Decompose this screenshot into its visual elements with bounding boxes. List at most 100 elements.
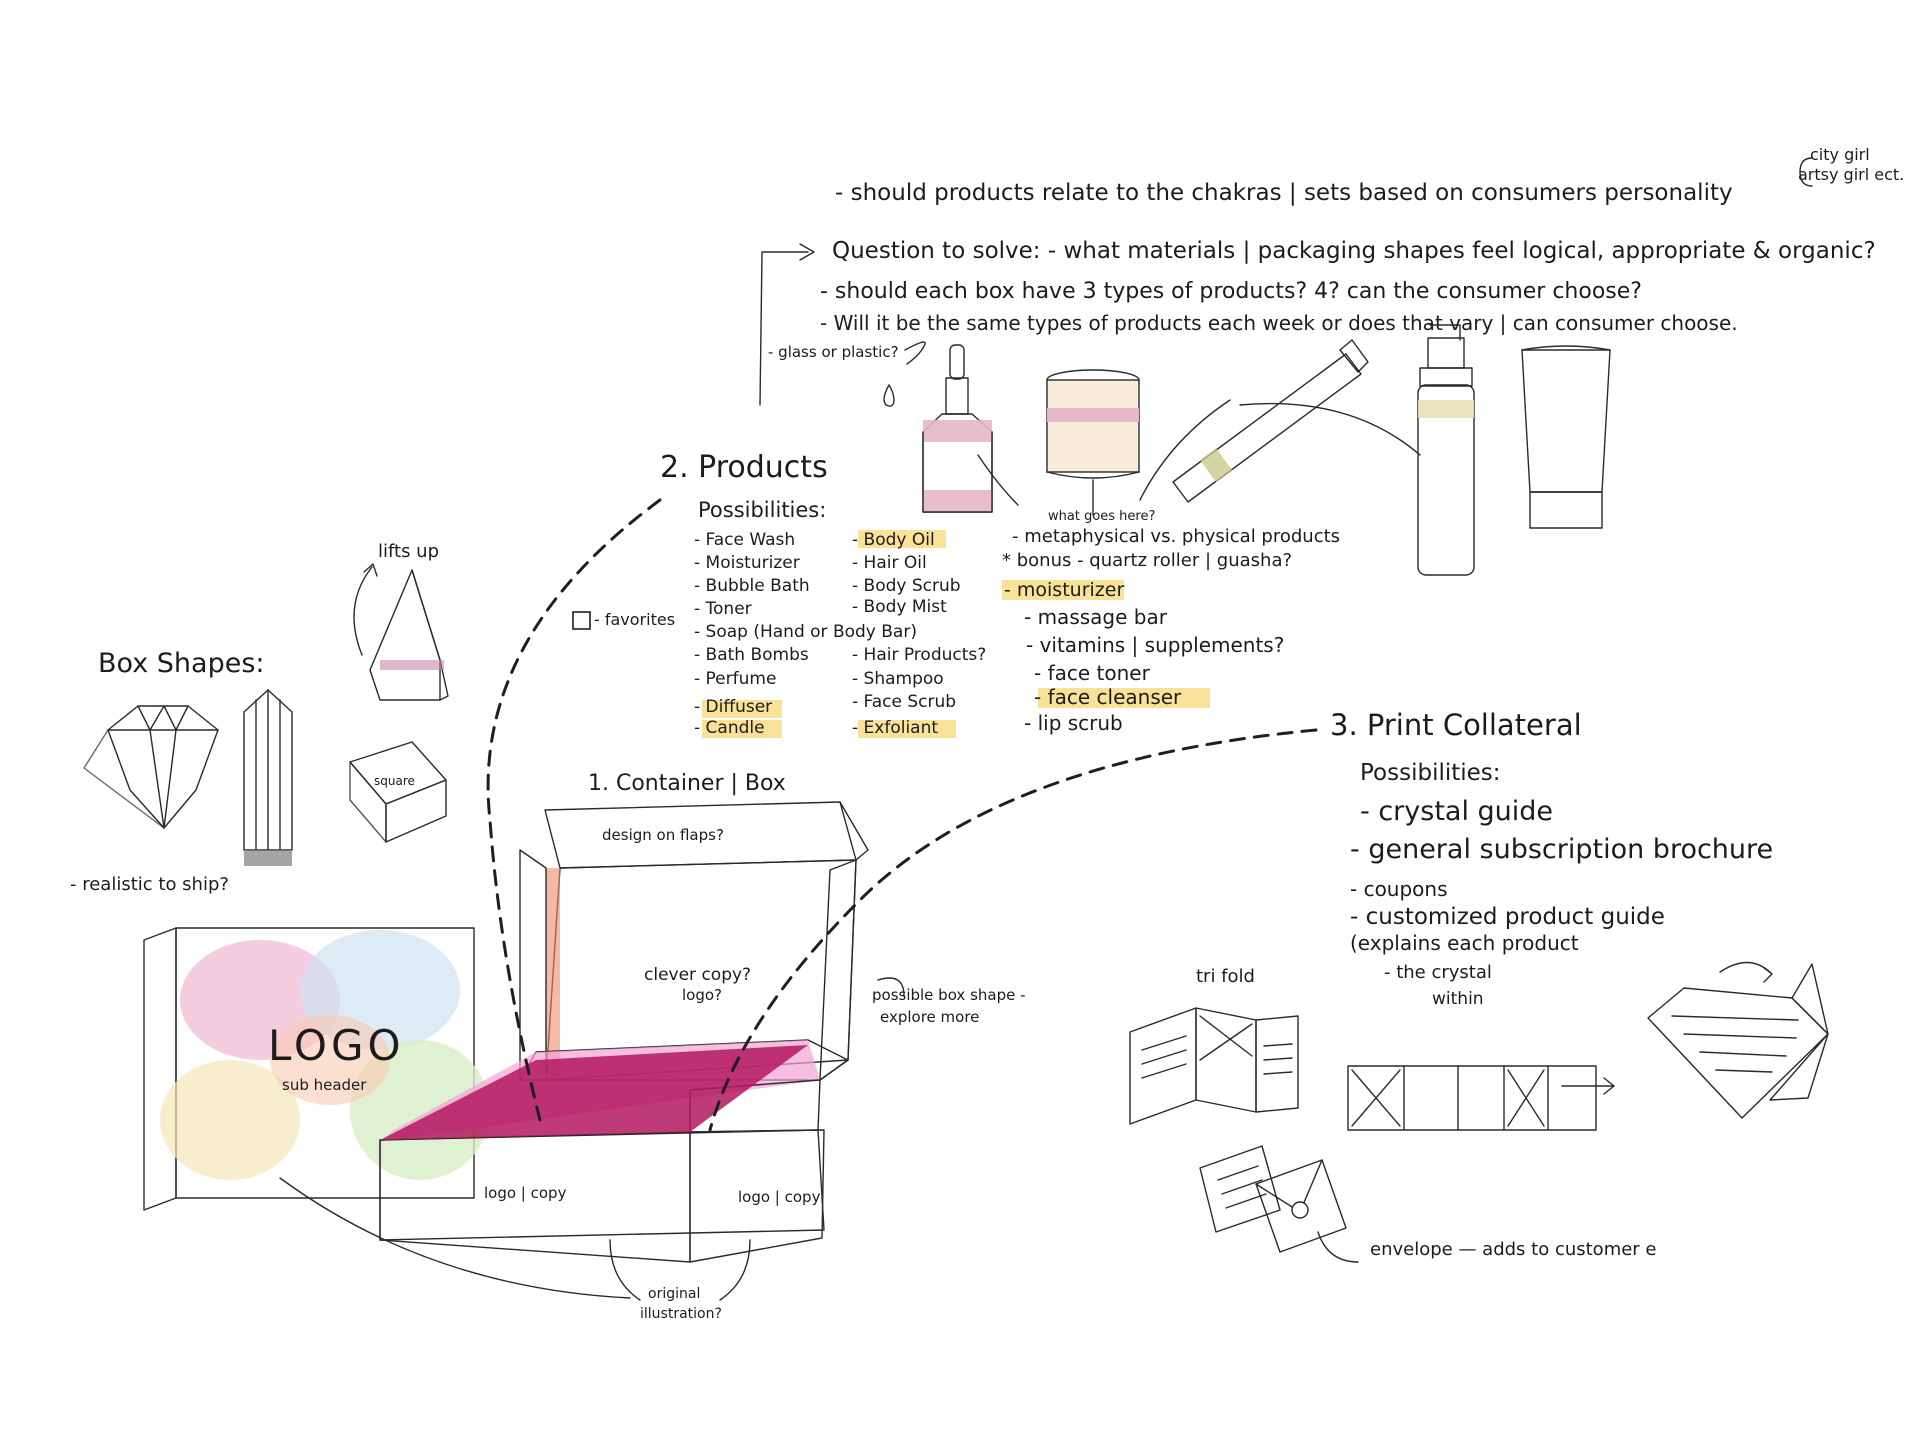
mailer-box-mockup (379, 801, 869, 1263)
list-item: - Toner (694, 599, 752, 619)
highlight-face-cleanser (1038, 688, 1210, 708)
roller-tube-icon (1172, 339, 1369, 503)
list-item: - Hair Products? (852, 645, 986, 665)
print-item: - customized product guide (1350, 904, 1665, 930)
list-item: - Face Scrub (852, 692, 956, 712)
explains-note: (explains each product (1350, 931, 1579, 955)
arrow-head-icon (363, 563, 378, 577)
note-glass-plastic: - glass or plastic? (768, 343, 899, 361)
arrow-dropper (977, 454, 1019, 506)
pump-bottle-icon (1417, 324, 1475, 576)
envelope-arrow-icon (1317, 1231, 1359, 1263)
list-item: - Candle (694, 718, 765, 738)
original-note: original (648, 1286, 700, 1302)
print-subheading: Possibilities: (1360, 760, 1501, 786)
list-item: - lip scrub (1024, 711, 1123, 735)
list-item: - Bath Bombs (694, 645, 809, 665)
design-on-flaps-note: design on flaps? (602, 826, 724, 844)
highlight-exfoliant (858, 720, 956, 738)
illustration-note: illustration? (640, 1306, 722, 1322)
arrow-original-mid (609, 1239, 641, 1301)
favorites-checkbox-icon (572, 611, 591, 630)
tube-bottle-icon (1521, 345, 1611, 529)
realistic-note: - realistic to ship? (70, 874, 229, 895)
arrow-original-right (719, 1239, 751, 1301)
list-item: - Body Mist (852, 597, 947, 617)
list-item: - face toner (1034, 661, 1151, 685)
note-what-goes-here: what goes here? (1048, 509, 1155, 524)
possible-shape-note: possible box shape - (872, 986, 1026, 1004)
products-col-2: - Body Oil - Hair Oil - Body Scrub - Bod… (852, 530, 986, 738)
highlight-candle (702, 720, 782, 738)
lifts-up-label: lifts up (378, 541, 439, 562)
list-item: - massage bar (1024, 605, 1168, 629)
list-item: - Soap (Hand or Body Bar) (694, 622, 917, 642)
list-item: - Body Oil (852, 530, 935, 550)
note-city-girl: city girl (1810, 145, 1870, 164)
question-arrow-line (759, 251, 809, 406)
print-item: - general subscription brochure (1350, 834, 1773, 865)
logo-copy-left: logo | copy (484, 1184, 567, 1202)
list-item: - Exfoliant (852, 718, 938, 738)
logo-question-note: logo? (682, 986, 722, 1004)
note-chakras: - should products relate to the chakras … (835, 180, 1733, 206)
pyramid-box-icon (369, 569, 449, 701)
list-item: - moisturizer (1004, 579, 1124, 601)
arrow-head-icon (799, 243, 815, 261)
dashed-connector-print (708, 728, 1318, 1132)
note-box-count: - should each box have 3 types of produc… (820, 279, 1642, 304)
sub-header-text: sub header (282, 1076, 367, 1094)
tri-fold-brochure-icon (1129, 1007, 1299, 1125)
tri-fold-label: tri fold (1196, 966, 1255, 987)
list-item: - vitamins | supplements? (1026, 633, 1284, 657)
highlight-moisturizer (1002, 580, 1124, 600)
list-item: - Bubble Bath (694, 576, 810, 596)
favorites-label: - favorites (594, 610, 675, 629)
note-artsy-girl: artsy girl ect. (1798, 165, 1904, 184)
envelope-icon (1199, 1145, 1347, 1253)
logo-box-mockup (143, 927, 490, 1211)
curl-arrow-icon (877, 977, 905, 997)
products-col-3: - metaphysical vs. physical products * b… (1002, 526, 1340, 735)
logo-copy-right: logo | copy (738, 1188, 821, 1206)
within-note: within (1432, 989, 1484, 1009)
dropper-bottle-icon (883, 344, 993, 513)
note-weekly: - Will it be the same types of products … (820, 311, 1738, 335)
products-col-1: - Face Wash - Moisturizer - Bubble Bath … (694, 530, 917, 738)
gem-fold-icon (1647, 961, 1829, 1119)
list-item: - Diffuser (694, 697, 772, 717)
list-item: - Hair Oil (852, 553, 927, 573)
square-label: square (374, 774, 415, 788)
list-item: - face cleanser (1034, 685, 1182, 709)
note-question: Question to solve: - what materials | pa… (832, 238, 1876, 264)
print-item: - coupons (1350, 877, 1448, 901)
list-item: * bonus - quartz roller | guasha? (1002, 550, 1292, 571)
products-heading: 2. Products (660, 450, 828, 485)
highlight-diffuser (702, 700, 782, 718)
dashed-connector-products (486, 498, 662, 1122)
bracket-icon (1799, 157, 1813, 187)
lift-arrow-icon (353, 566, 373, 656)
arrow-roller (1139, 399, 1231, 501)
highlight-body-oil (858, 530, 946, 548)
print-heading: 3. Print Collateral (1330, 708, 1582, 742)
list-item: - Moisturizer (694, 553, 800, 573)
clever-copy-note: clever copy? (644, 965, 751, 985)
square-box-icon (349, 741, 447, 843)
arrow-original-left (279, 1177, 631, 1299)
crystal-box-icon (243, 689, 293, 866)
print-item: - crystal guide (1360, 796, 1553, 827)
diamond-box-icon (83, 705, 219, 829)
logo-text: LOGO (268, 1021, 405, 1070)
long-fold-brochure-icon (1347, 1065, 1615, 1131)
envelope-note: envelope — adds to customer e (1370, 1239, 1657, 1260)
list-item: - Body Scrub (852, 576, 961, 596)
products-subheading: Possibilities: (698, 498, 826, 522)
list-item: - metaphysical vs. physical products (1012, 526, 1340, 547)
crystal-note: - the crystal (1384, 962, 1492, 983)
list-item: - Face Wash (694, 530, 795, 550)
list-item: - Shampoo (852, 669, 944, 689)
jar-icon (1046, 369, 1140, 479)
list-item: - Perfume (694, 669, 776, 689)
